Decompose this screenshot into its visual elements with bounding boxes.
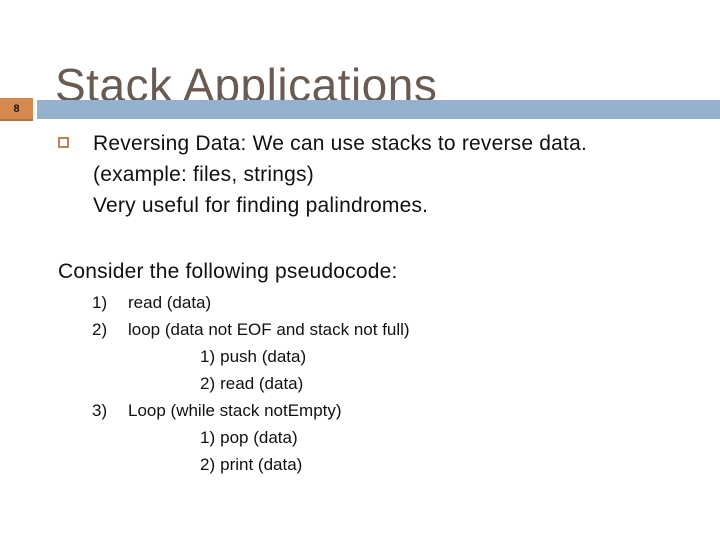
step-number: 1)	[92, 293, 108, 312]
page-number-badge: 8	[0, 98, 33, 121]
pseudocode-intro: Consider the following pseudocode:	[58, 260, 398, 283]
step-text: print (data)	[220, 455, 303, 474]
bullet-line: (example: files, strings)	[93, 163, 314, 186]
step-text: loop (data not EOF and stack not full)	[128, 320, 410, 339]
pseudocode-substep: 1)pop (data)	[92, 424, 410, 451]
step-text: push (data)	[220, 347, 307, 366]
header-divider-bar	[37, 100, 720, 119]
pseudocode-substep: 2)print (data)	[92, 451, 410, 478]
square-bullet-icon	[58, 137, 69, 148]
step-text: read (data)	[128, 293, 212, 312]
pseudocode-list: 1)read (data) 2)loop (data not EOF and s…	[92, 289, 410, 478]
pseudocode-substep: 1)push (data)	[92, 343, 410, 370]
step-text: read (data)	[220, 374, 304, 393]
page-number: 8	[13, 102, 20, 115]
step-text: Loop (while stack notEmpty)	[128, 401, 342, 420]
step-number: 3)	[92, 401, 108, 420]
step-number: 2)	[92, 320, 108, 339]
step-text: pop (data)	[220, 428, 298, 447]
bullet-line: Very useful for finding palindromes.	[93, 194, 429, 217]
step-number: 2)	[200, 455, 216, 474]
pseudocode-substep: 2)read (data)	[92, 370, 410, 397]
pseudocode-step: 3) Loop (while stack notEmpty)	[92, 397, 410, 424]
bullet-paragraph: Reversing Data: We can use stacks to rev…	[93, 128, 673, 221]
step-number: 1)	[200, 428, 216, 447]
pseudocode-step: 1) read (data)	[92, 289, 410, 316]
step-number: 1)	[200, 347, 216, 366]
bullet-line: Reversing Data: We can use stacks to rev…	[93, 132, 588, 155]
step-number: 2)	[200, 374, 216, 393]
pseudocode-step: 2) loop (data not EOF and stack not full)	[92, 316, 410, 343]
